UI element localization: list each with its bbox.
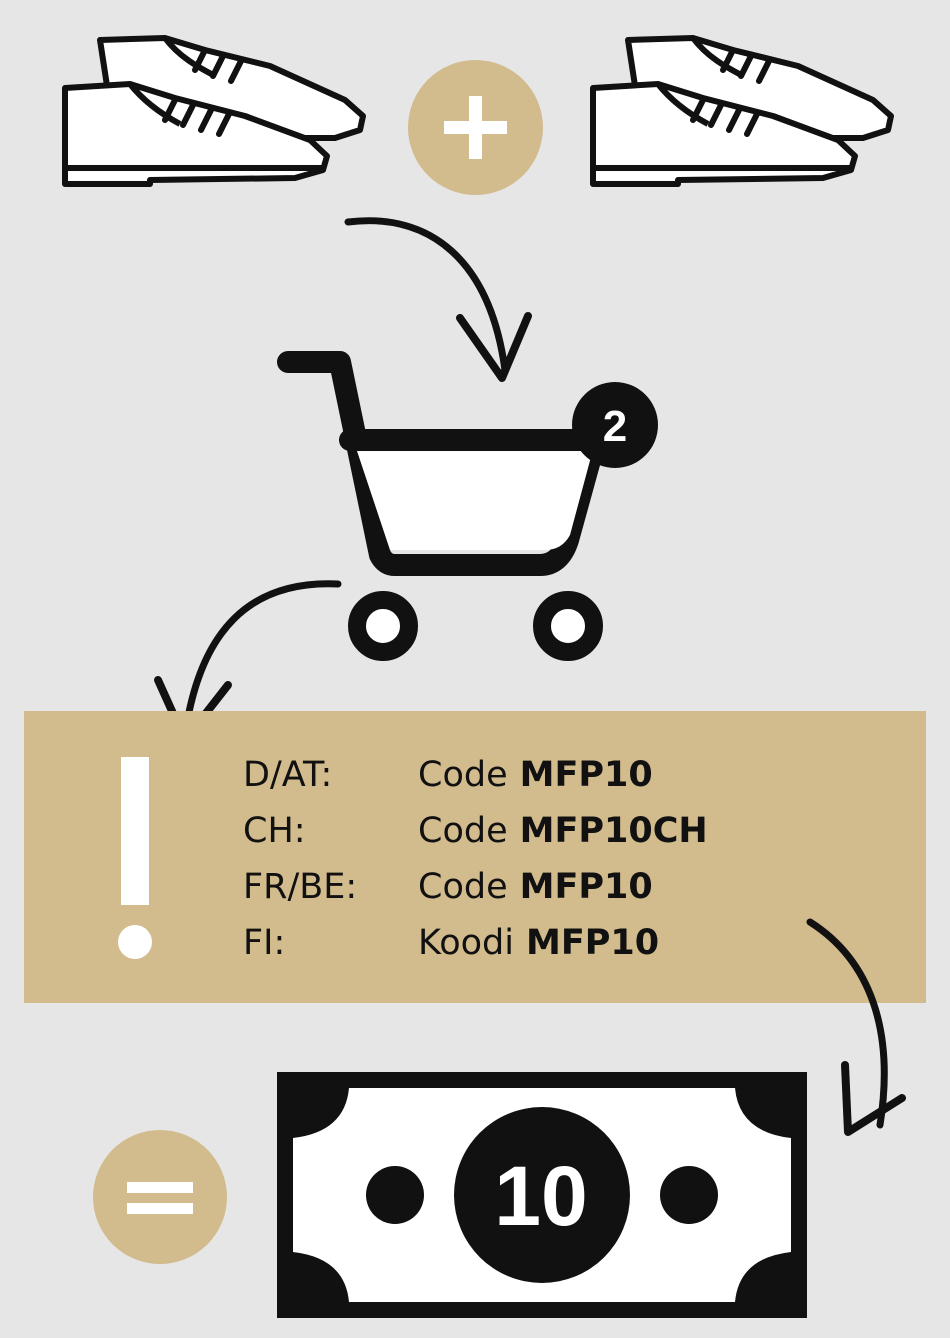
shoes-icon (62, 35, 366, 187)
promo-row: CH: Code MFP10CH (243, 809, 708, 865)
region-label: D/AT: (243, 755, 333, 795)
promo-code: MFP10CH (519, 811, 708, 851)
shopping-cart-icon (277, 351, 658, 661)
promo-code: MFP10 (525, 923, 660, 963)
equals-icon (127, 1182, 193, 1214)
bill-value: 10 (494, 1149, 588, 1243)
code-word: Code (418, 867, 508, 907)
plus-icon (444, 96, 507, 159)
region-label: FI: (243, 923, 286, 963)
exclamation-icon (118, 757, 152, 959)
region-label: FR/BE: (243, 867, 358, 907)
code-word: Code (418, 811, 508, 851)
curved-arrow-icon (344, 217, 532, 382)
promo-code-banner (24, 711, 926, 1003)
cart-count-badge: 2 (602, 402, 628, 451)
promo-code-list: D/AT: Code MFP10 CH: Code MFP10CH FR/BE:… (243, 753, 708, 977)
promo-code: MFP10 (519, 755, 653, 795)
equals-circle (93, 1130, 227, 1264)
code-word: Code (418, 755, 508, 795)
promo-row: FR/BE: Code MFP10 (243, 865, 708, 921)
promo-row: D/AT: Code MFP10 (243, 753, 708, 809)
code-word: Koodi (418, 923, 514, 963)
region-label: CH: (243, 811, 306, 851)
shoes-icon (590, 35, 894, 187)
banknote-icon (277, 1072, 807, 1318)
curved-arrow-icon (806, 918, 906, 1136)
promo-code: MFP10 (519, 867, 653, 907)
promo-row: FI: Koodi MFP10 (243, 921, 708, 977)
plus-circle (408, 60, 543, 195)
